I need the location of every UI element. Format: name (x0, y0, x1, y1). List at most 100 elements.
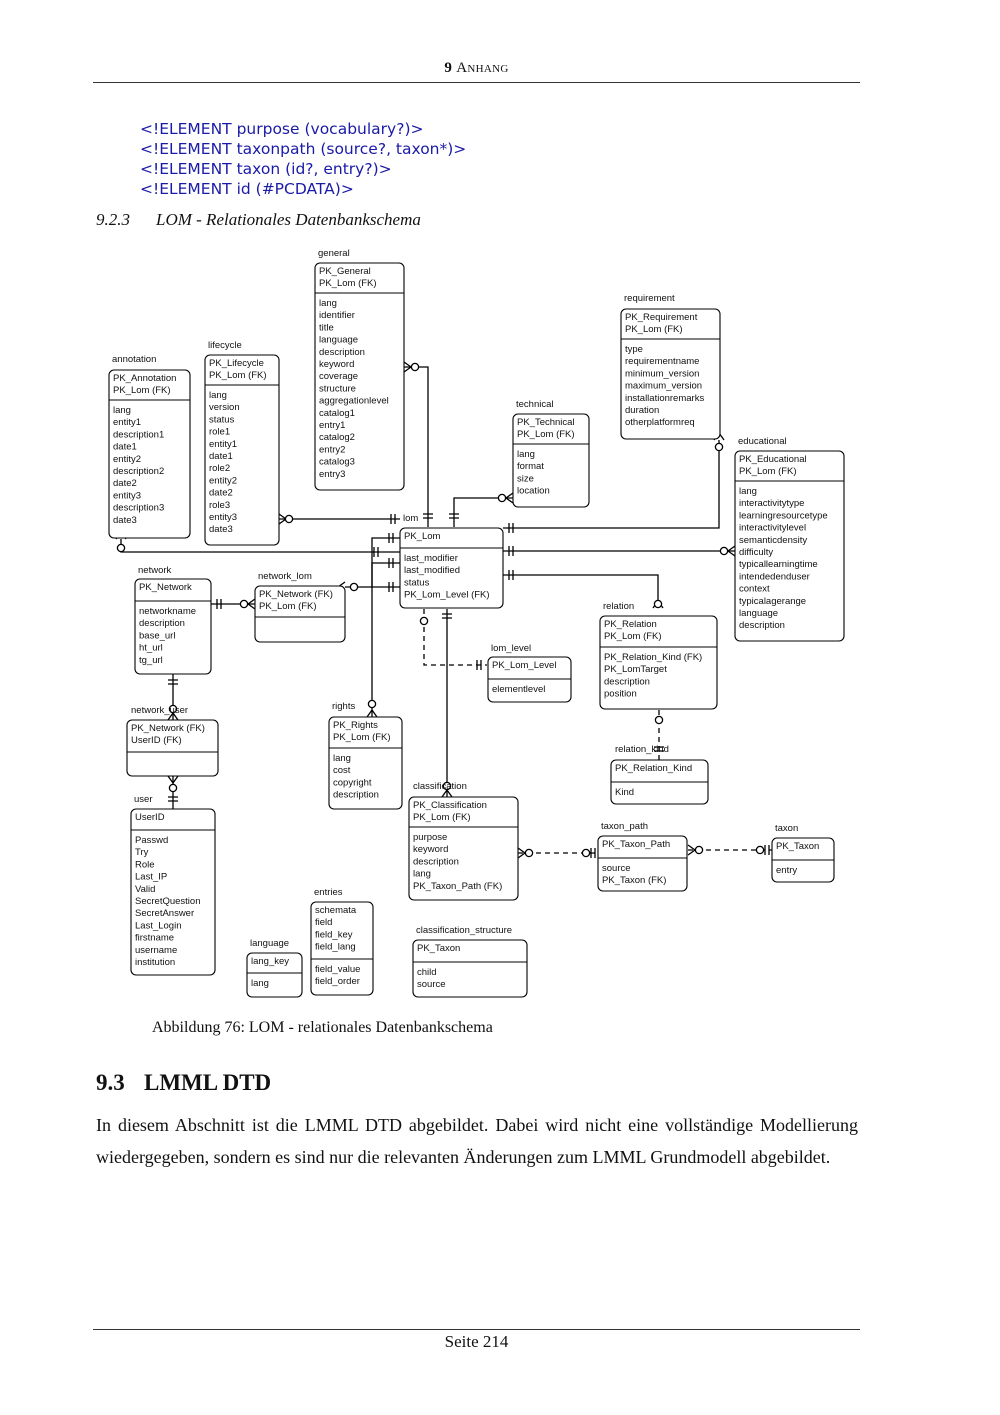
entity-key: field (315, 917, 332, 928)
entity-title: educational (738, 436, 787, 447)
entity-key: PK_Network (FK) (259, 589, 333, 600)
entity-box (246, 952, 303, 998)
entity-title: lifecycle (208, 340, 242, 351)
entity-box (597, 835, 688, 892)
cardinality-bars (442, 613, 452, 619)
entity-title: taxon_path (601, 821, 648, 832)
entity-key: PK_Taxon (776, 841, 819, 852)
cardinality-bars (388, 533, 394, 543)
entity-attribute: requirementname (625, 356, 699, 367)
entity-attribute: otherplatformreq (625, 417, 695, 428)
entity-key: PK_Lom (FK) (259, 601, 317, 612)
entity-title: entries (314, 887, 343, 898)
rel-technical-lom (453, 497, 513, 527)
entity-box (126, 719, 219, 777)
entity-key: UserID (135, 812, 165, 823)
entity-key: PK_Taxon_Path (602, 839, 670, 850)
entity-attribute: username (135, 945, 177, 956)
entity-title: annotation (112, 354, 156, 365)
entity-key: PK_Lom_Level (492, 660, 556, 671)
body-paragraph: In diesem Abschnitt ist die LMML DTD abg… (96, 1115, 858, 1167)
cardinality-bars (508, 523, 514, 533)
entity-title: network_user (131, 705, 188, 716)
entity-attribute: position (604, 689, 637, 700)
entity-key: UserID (FK) (131, 735, 182, 746)
entity-key: PK_Requirement (625, 312, 698, 323)
entity-classification-structure: classification_structurePK_Taxonchildsou… (412, 925, 528, 998)
entity-key: PK_Lom (FK) (625, 324, 683, 335)
entity-attribute: entity1 (113, 417, 141, 428)
entity-attribute: status (404, 577, 430, 588)
entity-attribute: duration (625, 405, 659, 416)
rel-rights-lom (371, 562, 400, 717)
entity-key: PK_Network (FK) (131, 723, 205, 734)
entity-box (204, 354, 280, 546)
cardinality-circle (719, 546, 729, 556)
entity-key: PK_Lom (FK) (319, 278, 377, 289)
entity-box (412, 939, 528, 998)
entity-attribute: keyword (319, 359, 354, 370)
entity-attribute: interactivitytype (739, 498, 804, 509)
cardinality-crowfoot (167, 775, 179, 785)
entity-attribute: coverage (319, 371, 358, 382)
entity-box (408, 796, 519, 901)
entity-key: PK_Relation (604, 619, 657, 630)
code-line: <!ELEMENT taxonpath (source?, taxon*)> (140, 140, 467, 158)
entity-box (734, 450, 845, 642)
entity-title: classification (413, 781, 467, 792)
cardinality-circle (116, 543, 126, 553)
entity-attribute: date1 (209, 451, 233, 462)
entity-attribute: entity3 (209, 512, 237, 523)
entity-key: PK_Educational (739, 454, 807, 465)
entity-attribute: minimum_version (625, 368, 699, 379)
entity-title: technical (516, 399, 554, 410)
entity-attribute: lang (319, 298, 337, 309)
entity-key: PK_Lom (FK) (604, 631, 662, 642)
cardinality-circle (755, 845, 765, 855)
entity-attribute: Valid (135, 884, 155, 895)
entity-attribute: PK_Taxon (FK) (602, 875, 666, 886)
chapter-title: Anhang (456, 60, 509, 76)
code-line: <!ELEMENT purpose (vocabulary?)> (140, 120, 424, 138)
chapter-number: 9 (444, 60, 453, 76)
cardinality-crowfoot (167, 711, 179, 721)
cardinality-crowfoot (366, 708, 378, 718)
entity-title: lom_level (491, 643, 531, 654)
entity-attribute: format (517, 461, 544, 472)
entity-attribute: copyright (333, 777, 372, 788)
entity-key: PK_Technical (517, 417, 575, 428)
code-line: <!ELEMENT taxon (id?, entry?)> (140, 160, 392, 178)
entity-attribute: learningresourcetype (739, 510, 828, 521)
entity-attribute: date2 (209, 488, 233, 499)
subsection-number: 9.2.3 (96, 210, 130, 229)
entity-attribute: lang (739, 486, 757, 497)
entity-attribute: lang (113, 405, 131, 416)
relationship-markers (115, 361, 770, 859)
entity-attribute: lang (517, 449, 535, 460)
cardinality-bars (168, 796, 178, 802)
entity-box (254, 585, 346, 643)
entity-attribute: entry3 (319, 469, 345, 480)
entity-attribute: field_order (315, 976, 360, 987)
entity-attribute: Last_Login (135, 920, 181, 931)
entity-attribute: typicallearningtime (739, 559, 818, 570)
cardinality-circle (714, 442, 724, 452)
cardinality-bars (654, 746, 664, 752)
cardinality-circle (419, 616, 429, 626)
cardinality-bars (590, 848, 596, 858)
entity-attribute: last_modifier (404, 553, 458, 564)
entity-network: networkPK_Networknetworknamedescriptionb… (134, 565, 212, 675)
entity-attribute: catalog3 (319, 457, 355, 468)
entity-attribute: lang (333, 753, 351, 764)
cardinality-bars (388, 558, 394, 568)
entity-title: network_lom (258, 571, 312, 582)
entity-attribute: language (739, 608, 778, 619)
